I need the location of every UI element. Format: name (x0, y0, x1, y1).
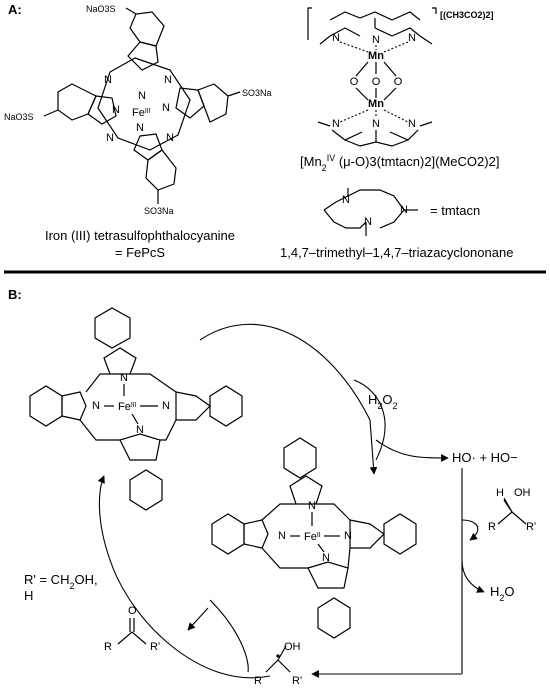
mn-top-n3: N (408, 32, 416, 44)
fe3-n-top: N (120, 372, 128, 384)
mn-bottom-n1: N (332, 118, 340, 130)
mn-bottom-metal: Mn (368, 98, 384, 110)
fepcs-n-inner-left: N (112, 104, 120, 116)
mn-bottom-n2: N (372, 118, 380, 130)
fe3-n-left: N (92, 400, 100, 412)
tmtacn-structure: N N N (323, 188, 418, 236)
fe2-metal: FeII (304, 531, 321, 543)
fe3-n-right: N (162, 400, 170, 412)
arrow-fe2-to-fe3 (97, 475, 271, 679)
arrow-alcohol-in (461, 519, 479, 541)
radicals-label: HO· + HO− (452, 450, 518, 465)
mn-oxo-1: O (350, 76, 359, 88)
panel-b-label: B: (8, 287, 22, 302)
fepcs-pyrrole-top (127, 11, 165, 71)
fepcs-n-meso-1: N (104, 74, 112, 86)
mn-complex-structure: [(CH3CO2)2] N N N Mn O O O Mn N N N (307, 7, 494, 147)
radical-r: R (254, 675, 262, 687)
radical-oh: OH (284, 641, 301, 653)
mn-counterion: [(CH3CO2)2] (440, 10, 494, 20)
mn-bottom-n3: N (408, 118, 416, 130)
alcohol-r: R (488, 521, 496, 533)
fepcs-pyrrole-left (57, 83, 117, 125)
mn-top-n2: N (372, 34, 380, 46)
ketone-r2: R' (150, 641, 160, 653)
alcohol-oh: OH (514, 487, 531, 499)
alcohol-r2: R' (526, 521, 536, 533)
fepcs-n-meso-4: N (106, 132, 114, 144)
fe2-n-left: N (278, 530, 286, 542)
fepcs-pyrrole-right (175, 83, 229, 123)
arrow-to-ketone (187, 607, 209, 631)
mn-formula: [Mn2IV (μ-O)3(tmtacn)2](MeCO2)2] (300, 153, 499, 173)
mn-top-n1: N (332, 32, 340, 44)
fepcs-caption-line2: = FePcS (115, 245, 166, 260)
fe3-n-bottom: N (136, 424, 144, 436)
arrow-ketone-branch (209, 599, 249, 673)
rprime-definition-line2: H (24, 588, 33, 603)
water-label: H2O (490, 584, 515, 603)
fepcs-n-meso-2: N (164, 74, 172, 86)
rprime-definition-line1: R' = CH2OH, (24, 572, 98, 591)
fepcs-n-inner-top: N (138, 90, 146, 102)
fepcs-pyrrole-bottom (133, 133, 177, 191)
arrow-water-out (461, 559, 485, 593)
fe2-macrocycle: N N N N FeII (211, 437, 417, 639)
alcohol-h: H (496, 487, 504, 499)
fepcs-n-inner-bottom: N (136, 122, 144, 134)
arrow-fe3-to-fe2 (199, 323, 378, 475)
fepcs-n-inner-right: N (162, 102, 170, 114)
fepcs-sulfonate-right: SO3Na (242, 88, 272, 98)
carbon-radical: OH R R' (254, 641, 302, 687)
fepcs-sulfonate-left: NaO3S (4, 112, 34, 122)
arrow-to-radicals (375, 439, 449, 462)
tmtacn-n1: N (342, 194, 350, 206)
arrow-h2o2-in (353, 379, 386, 461)
fepcs-n-meso-3: N (166, 132, 174, 144)
radical-r2: R' (292, 675, 302, 687)
ketone-r: R (104, 641, 112, 653)
fepcs-sulfonate-bottom: SO3Na (144, 206, 174, 216)
oxidant-label: H2O2 (368, 392, 398, 411)
tmtacn-equals: = tmtacn (430, 203, 480, 218)
fepcs-sulfonate-top: NaO3S (86, 4, 116, 14)
mn-oxo-2: O (372, 76, 381, 88)
alcohol-substrate: H OH R R' (488, 487, 536, 533)
fe2-n-bottom: N (322, 552, 330, 564)
mn-oxo-3: O (394, 76, 403, 88)
tmtacn-n2: N (364, 216, 372, 228)
mn-top-metal: Mn (368, 50, 384, 62)
fe3-macrocycle: N N N N FeIII (29, 307, 243, 511)
fepcs-caption-line1: Iron (III) tetrasulfophthalocyanine (45, 228, 235, 243)
panel-a-label: A: (8, 2, 22, 17)
fe2-n-right: N (344, 530, 352, 542)
fepcs-structure: N N N N N N N N FeIII NaO3S SO3Na NaO3S … (4, 4, 272, 216)
ketone-o: O (128, 605, 137, 617)
ketone-product: O R R' (104, 605, 160, 653)
fepcs-metal: FeIII (132, 107, 151, 119)
fe3-metal: FeIII (118, 401, 137, 413)
fe2-n-top: N (308, 500, 316, 512)
tmtacn-caption: 1,4,7–trimethyl–1,4,7–triazacyclononane (280, 245, 513, 260)
tmtacn-n3: N (400, 204, 408, 216)
